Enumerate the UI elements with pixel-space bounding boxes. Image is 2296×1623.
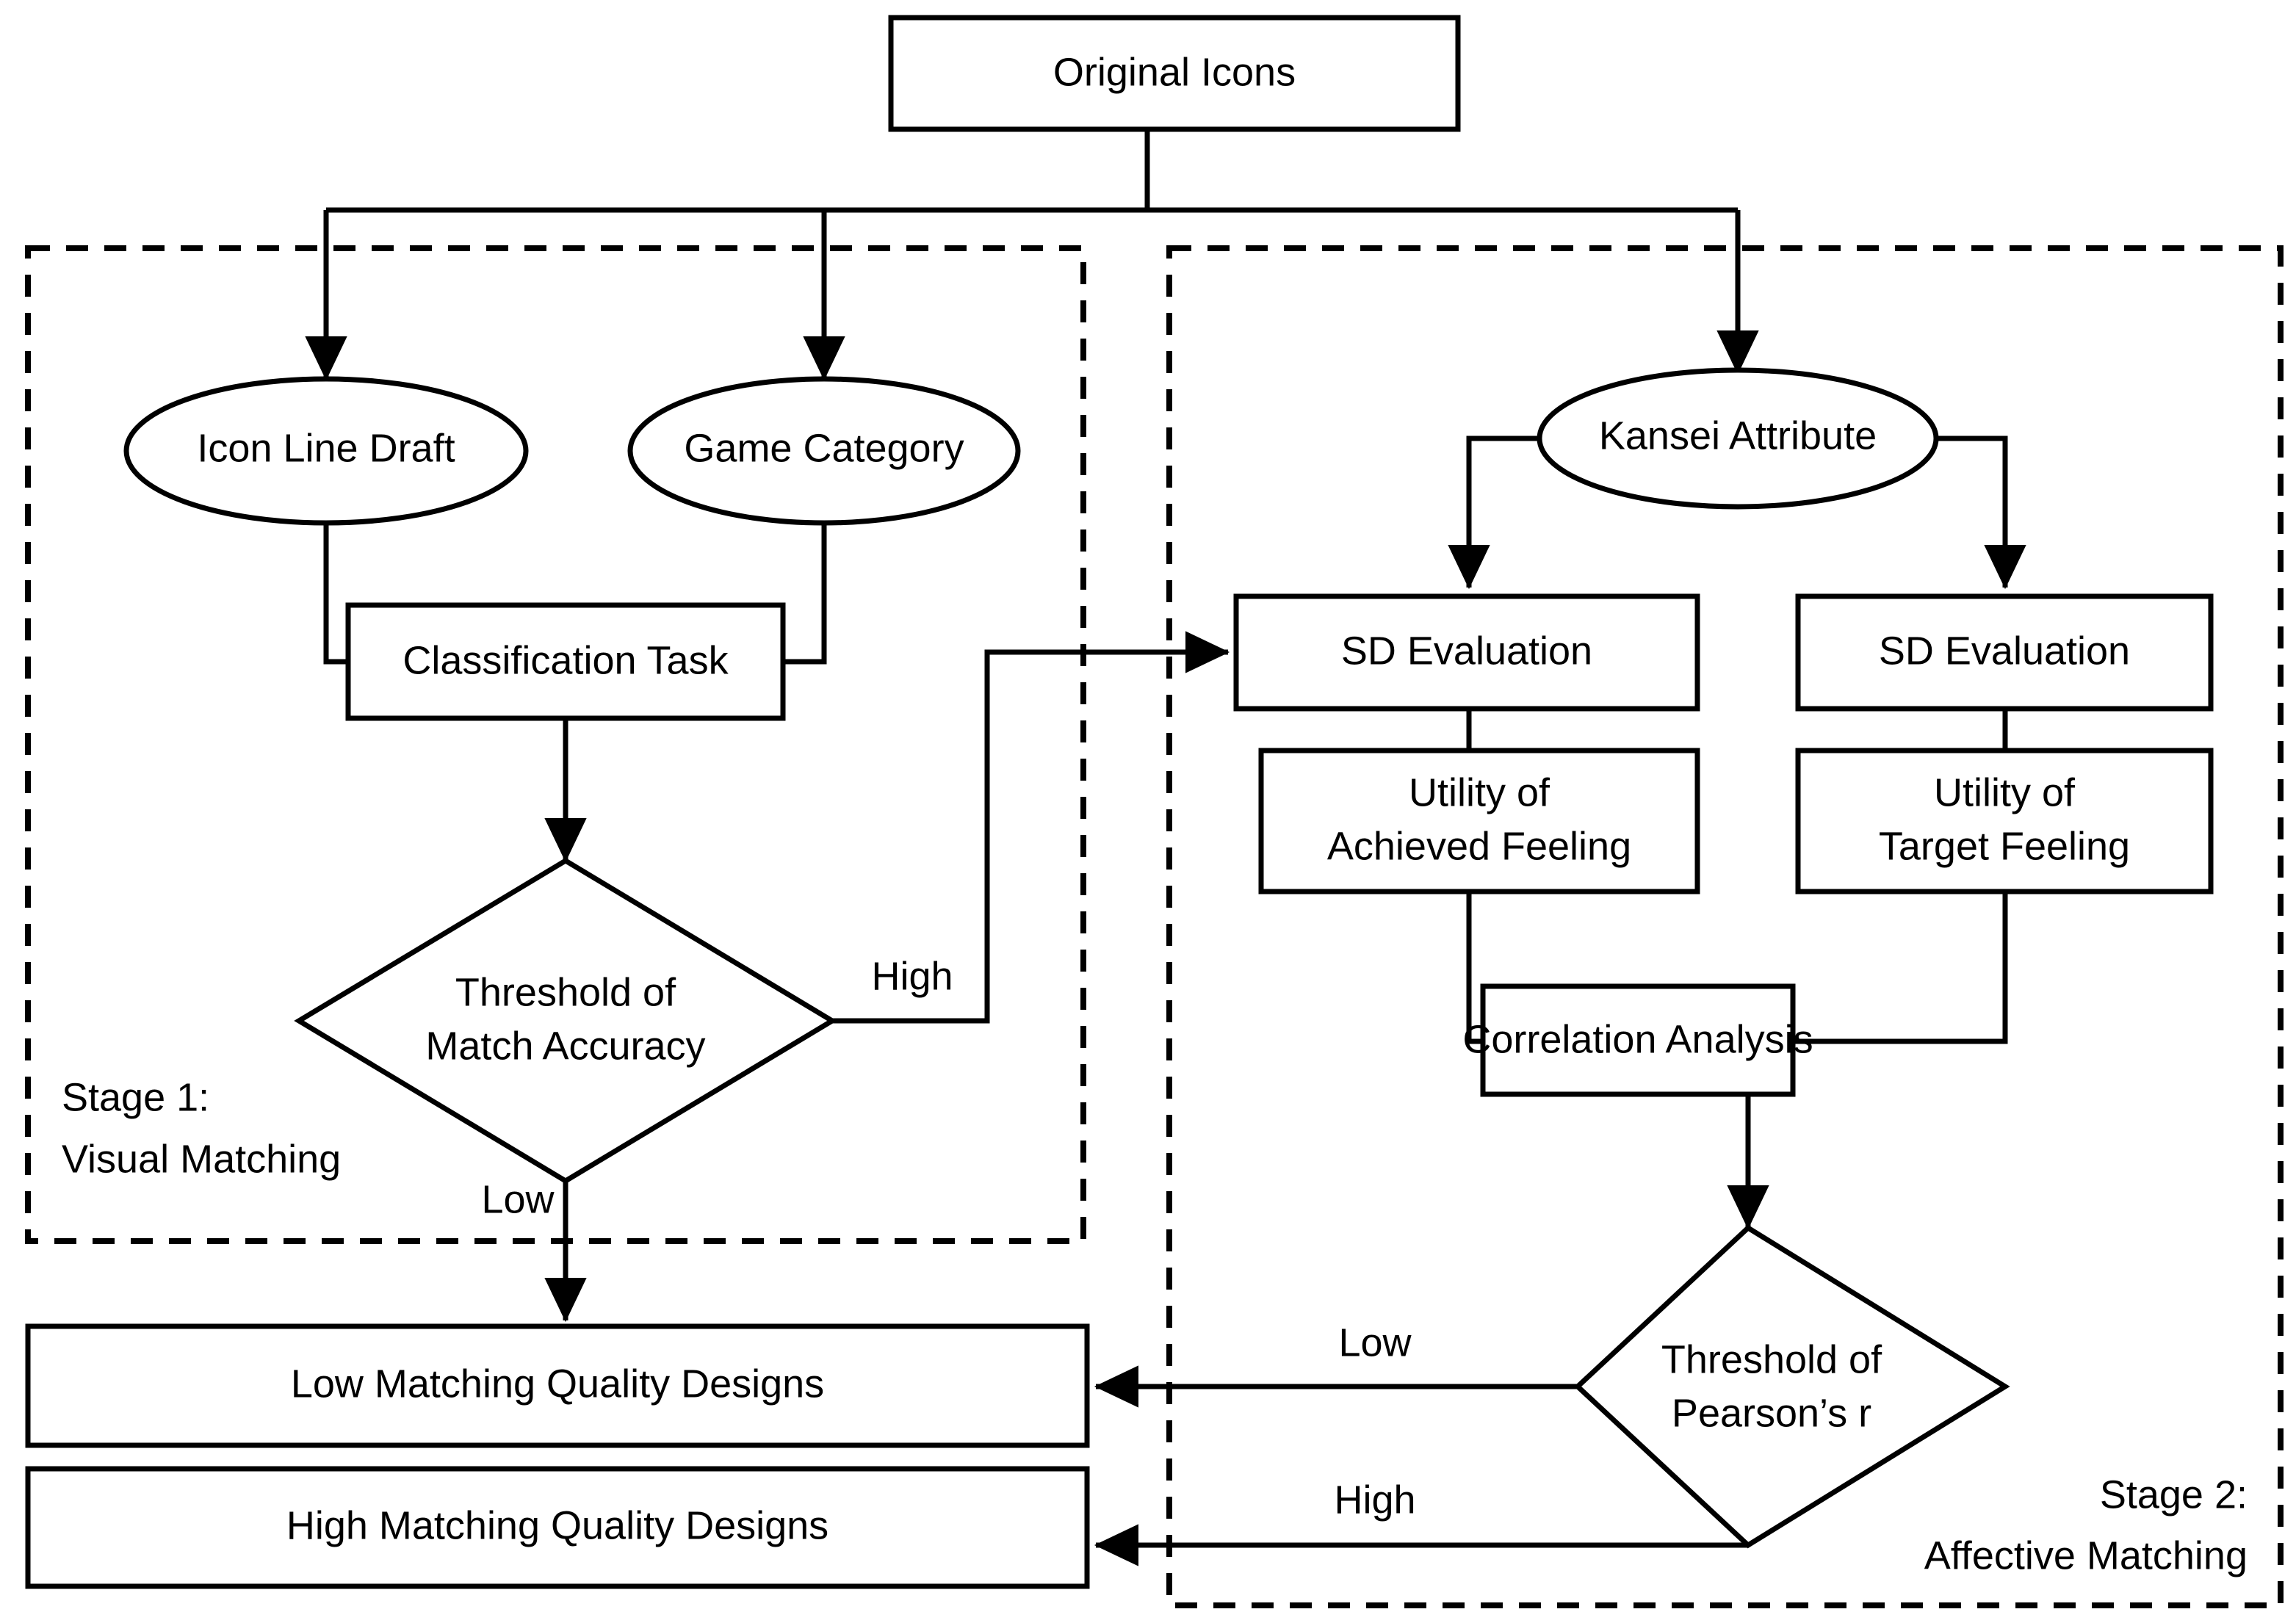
edge-label-match-high: High <box>871 954 953 998</box>
edge-label-pearson-low: Low <box>1338 1320 1412 1364</box>
node-icon-line-draft-label: Icon Line Draft <box>197 426 455 470</box>
node-threshold-match-accuracy-label-line1: Threshold of <box>455 970 676 1014</box>
node-icon-line-draft[interactable] <box>123 376 529 526</box>
node-high-matching-quality-designs-label: High Matching Quality Designs <box>286 1503 828 1547</box>
edge-utility-target-to-correlation <box>1793 892 2008 1044</box>
node-sd-evaluation-right[interactable] <box>1795 593 2214 712</box>
node-threshold-match-accuracy[interactable] <box>294 857 837 1185</box>
edge-label-match-low: Low <box>481 1177 555 1221</box>
node-low-matching-quality-designs[interactable] <box>25 1323 1090 1448</box>
node-original-icons-label: Original Icons <box>1053 50 1296 94</box>
node-game-category-label: Game Category <box>684 426 964 470</box>
node-correlation-analysis[interactable] <box>1480 983 1796 1097</box>
edge-game-category-to-classification <box>783 523 827 665</box>
node-utility-target-feeling[interactable] <box>1795 748 2214 894</box>
node-threshold-pearson-r-label-line2: Pearson’s r <box>1672 1391 1871 1435</box>
stage2-dashed-container <box>1166 245 2284 1608</box>
stage2-label-line2: Affective Matching <box>1924 1533 2248 1577</box>
node-kansei-attribute[interactable] <box>1537 367 1939 510</box>
stage2-label-line1: Stage 2: <box>2100 1472 2248 1517</box>
node-original-icons[interactable] <box>888 15 1461 132</box>
node-utility-achieved-feeling[interactable] <box>1258 748 1700 894</box>
node-low-matching-quality-designs-label: Low Matching Quality Designs <box>291 1362 824 1406</box>
edge-threshold-match-high-to-sd-eval <box>832 631 1230 1024</box>
node-correlation-analysis-label: Correlation Analysis <box>1462 1017 1813 1061</box>
node-game-category[interactable] <box>627 376 1021 526</box>
node-threshold-pearson-r-label-line1: Threshold of <box>1661 1337 1882 1381</box>
stage1-label-line1: Stage 1: <box>62 1075 209 1119</box>
edge-label-pearson-high: High <box>1334 1478 1415 1522</box>
node-threshold-pearson-r[interactable] <box>1573 1224 2010 1549</box>
node-kansei-attribute-label: Kansei Attribute <box>1599 413 1877 458</box>
stage1-label-line2: Visual Matching <box>62 1137 341 1181</box>
node-utility-achieved-feeling-label-line1: Utility of <box>1409 770 1550 814</box>
node-sd-evaluation-right-label: SD Evaluation <box>1879 629 2130 673</box>
node-classification-task[interactable] <box>345 602 786 721</box>
node-utility-target-feeling-label-line2: Target Feeling <box>1879 824 2130 868</box>
node-threshold-match-accuracy-label-line2: Match Accuracy <box>425 1024 705 1068</box>
node-sd-evaluation-left[interactable] <box>1233 593 1700 712</box>
stage1-dashed-container <box>25 245 1086 1244</box>
node-utility-achieved-feeling-label-line2: Achieved Feeling <box>1327 824 1631 868</box>
node-utility-target-feeling-label-line1: Utility of <box>1934 770 2076 814</box>
node-high-matching-quality-designs[interactable] <box>25 1466 1090 1589</box>
edge-icon-line-draft-to-classification <box>323 523 348 665</box>
edge-utility-achieved-to-correlation <box>1466 892 1483 1044</box>
node-classification-task-label: Classification Task <box>402 638 729 682</box>
node-sd-evaluation-left-label: SD Evaluation <box>1341 629 1592 673</box>
